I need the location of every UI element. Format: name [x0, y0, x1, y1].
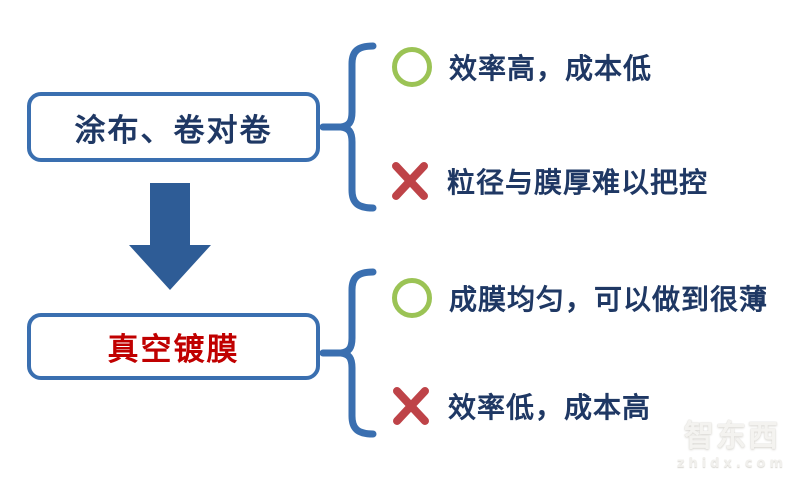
node-coating-label: 涂布、卷对卷	[74, 112, 273, 149]
down-arrow-icon	[129, 183, 211, 290]
node-vacuum-box: 真空镀膜	[27, 313, 320, 380]
point-text: 成膜均匀，可以做到很薄	[449, 283, 769, 316]
brace-vacuum	[319, 268, 377, 438]
point-vacuum-con: 效率低，成本高	[391, 384, 651, 428]
pro-circle-icon	[392, 278, 432, 318]
point-coating-con: 粒径与膜厚难以把控	[390, 159, 708, 203]
node-coating-box: 涂布、卷对卷	[27, 92, 320, 162]
pro-circle-icon	[392, 47, 432, 87]
point-text: 效率低，成本高	[448, 391, 652, 424]
point-vacuum-pro: 成膜均匀，可以做到很薄	[392, 276, 768, 320]
point-text: 粒径与膜厚难以把控	[447, 166, 709, 199]
watermark-brand: 智东西	[683, 419, 780, 454]
con-cross-icon	[393, 387, 429, 425]
node-vacuum-label: 真空镀膜	[107, 332, 240, 368]
watermark-domain: zhidx.com	[676, 456, 787, 471]
con-cross-icon	[392, 162, 428, 200]
watermark: 智东西 zhidx.com	[677, 411, 787, 471]
brace-coating	[319, 42, 377, 212]
point-text: 效率高，成本低	[449, 52, 653, 85]
point-coating-pro: 效率高，成本低	[392, 45, 652, 89]
